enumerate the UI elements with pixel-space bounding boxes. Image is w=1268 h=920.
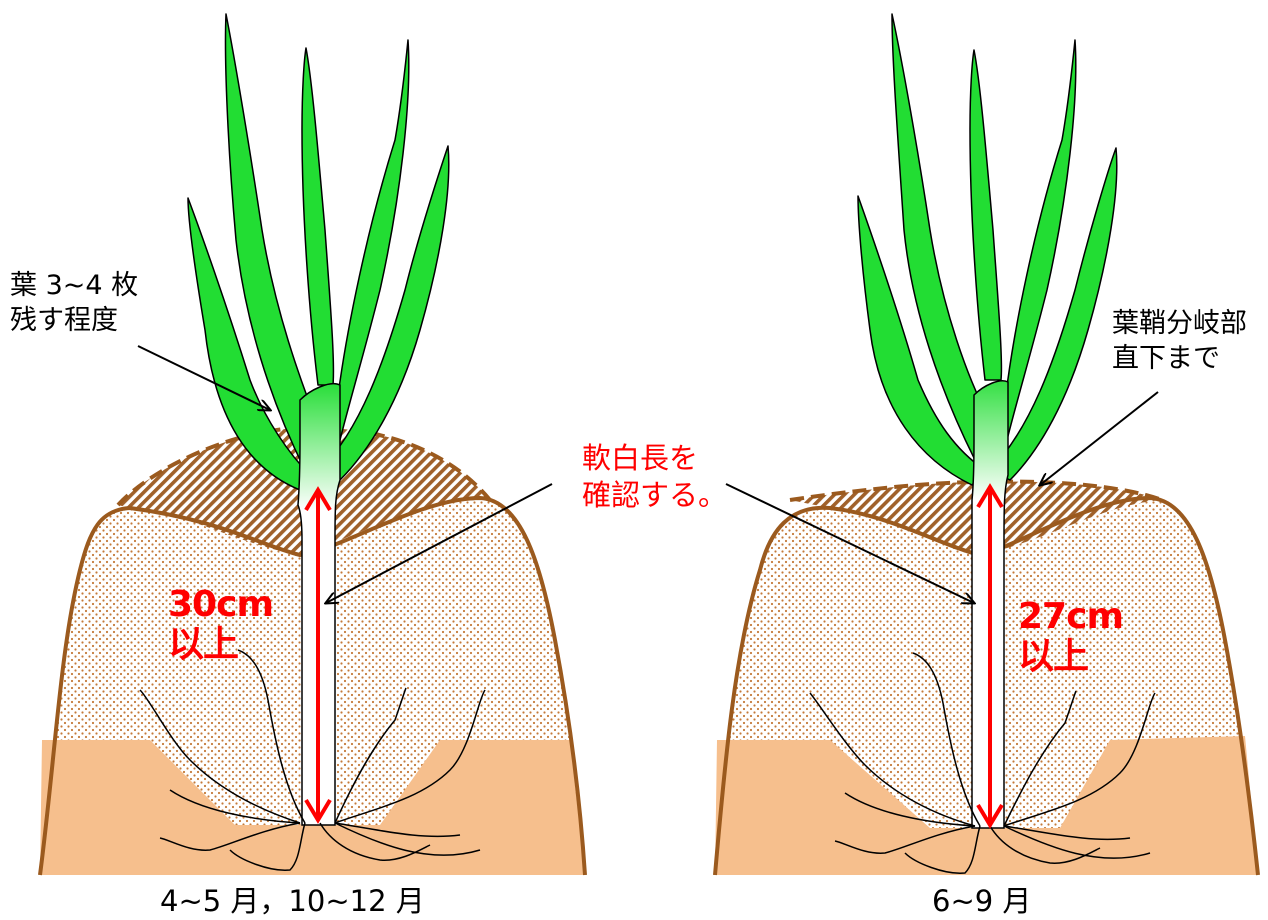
left-plant-diagram xyxy=(40,14,585,875)
leaf-note-line-2: 残す程度 xyxy=(10,303,138,338)
left-period-caption: 4~5 月，10~12 月 xyxy=(160,878,425,920)
right-measure-label: 27cm 以上 xyxy=(1018,597,1123,677)
leaf-note: 葉 3~4 枚 残す程度 xyxy=(10,268,138,338)
right-measure-suffix: 以上 xyxy=(1018,637,1123,677)
sheath-note: 葉鞘分岐部 直下まで xyxy=(1112,306,1247,376)
center-note-line-1: 軟白長を xyxy=(582,440,727,477)
sheath-note-line-2: 直下まで xyxy=(1112,341,1247,376)
left-measure-label: 30cm 以上 xyxy=(168,585,273,665)
leaf-note-leader xyxy=(138,346,270,410)
right-period-caption: 6~9 月 xyxy=(932,878,1031,920)
right-plant-diagram xyxy=(715,14,1258,875)
center-note-line-2: 確認する。 xyxy=(582,477,727,514)
center-note: 軟白長を 確認する。 xyxy=(582,440,727,514)
leaf-note-line-1: 葉 3~4 枚 xyxy=(10,268,138,303)
right-measure-value: 27cm xyxy=(1018,597,1123,637)
left-measure-suffix: 以上 xyxy=(168,625,273,665)
left-measure-value: 30cm xyxy=(168,585,273,625)
sheath-note-line-1: 葉鞘分岐部 xyxy=(1112,306,1247,341)
